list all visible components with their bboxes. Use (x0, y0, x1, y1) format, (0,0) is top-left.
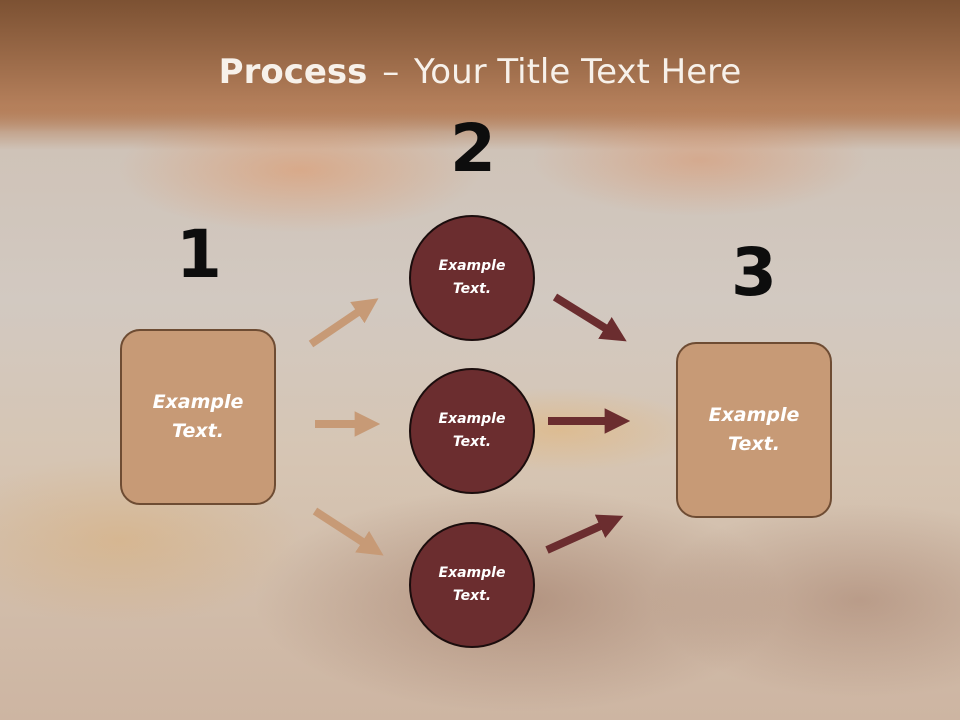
header-band (0, 0, 960, 132)
step-number-1: 1 (176, 216, 222, 293)
circle-bottom-label: Example Text. (438, 565, 506, 604)
step-3-box: Example Text. (676, 342, 832, 518)
circle-top-label: Example Text. (438, 258, 506, 297)
arrow-box1-to-circle-top (308, 298, 379, 348)
arrow-circle-bottom-to-box3 (545, 514, 624, 554)
circle-middle-label: Example Text. (438, 411, 506, 450)
arrow-box1-to-circle-bottom (312, 507, 384, 556)
step-1-box: Example Text. (120, 329, 276, 505)
title-dash: – (382, 52, 400, 92)
title-bold: Process (218, 52, 368, 92)
step-number-3: 3 (731, 234, 777, 311)
step-2-circle-top: Example Text. (409, 215, 535, 341)
title-rest: Your Title Text Here (414, 52, 742, 92)
step-3-label: Example Text. (708, 404, 800, 455)
step-number-2: 2 (450, 110, 496, 187)
step-2-circle-middle: Example Text. (409, 368, 535, 494)
slide-title: Process – Your Title Text Here (0, 52, 960, 92)
step-1-label: Example Text. (152, 391, 244, 442)
arrow-circle-top-to-box3 (552, 293, 627, 342)
step-2-circle-bottom: Example Text. (409, 522, 535, 648)
